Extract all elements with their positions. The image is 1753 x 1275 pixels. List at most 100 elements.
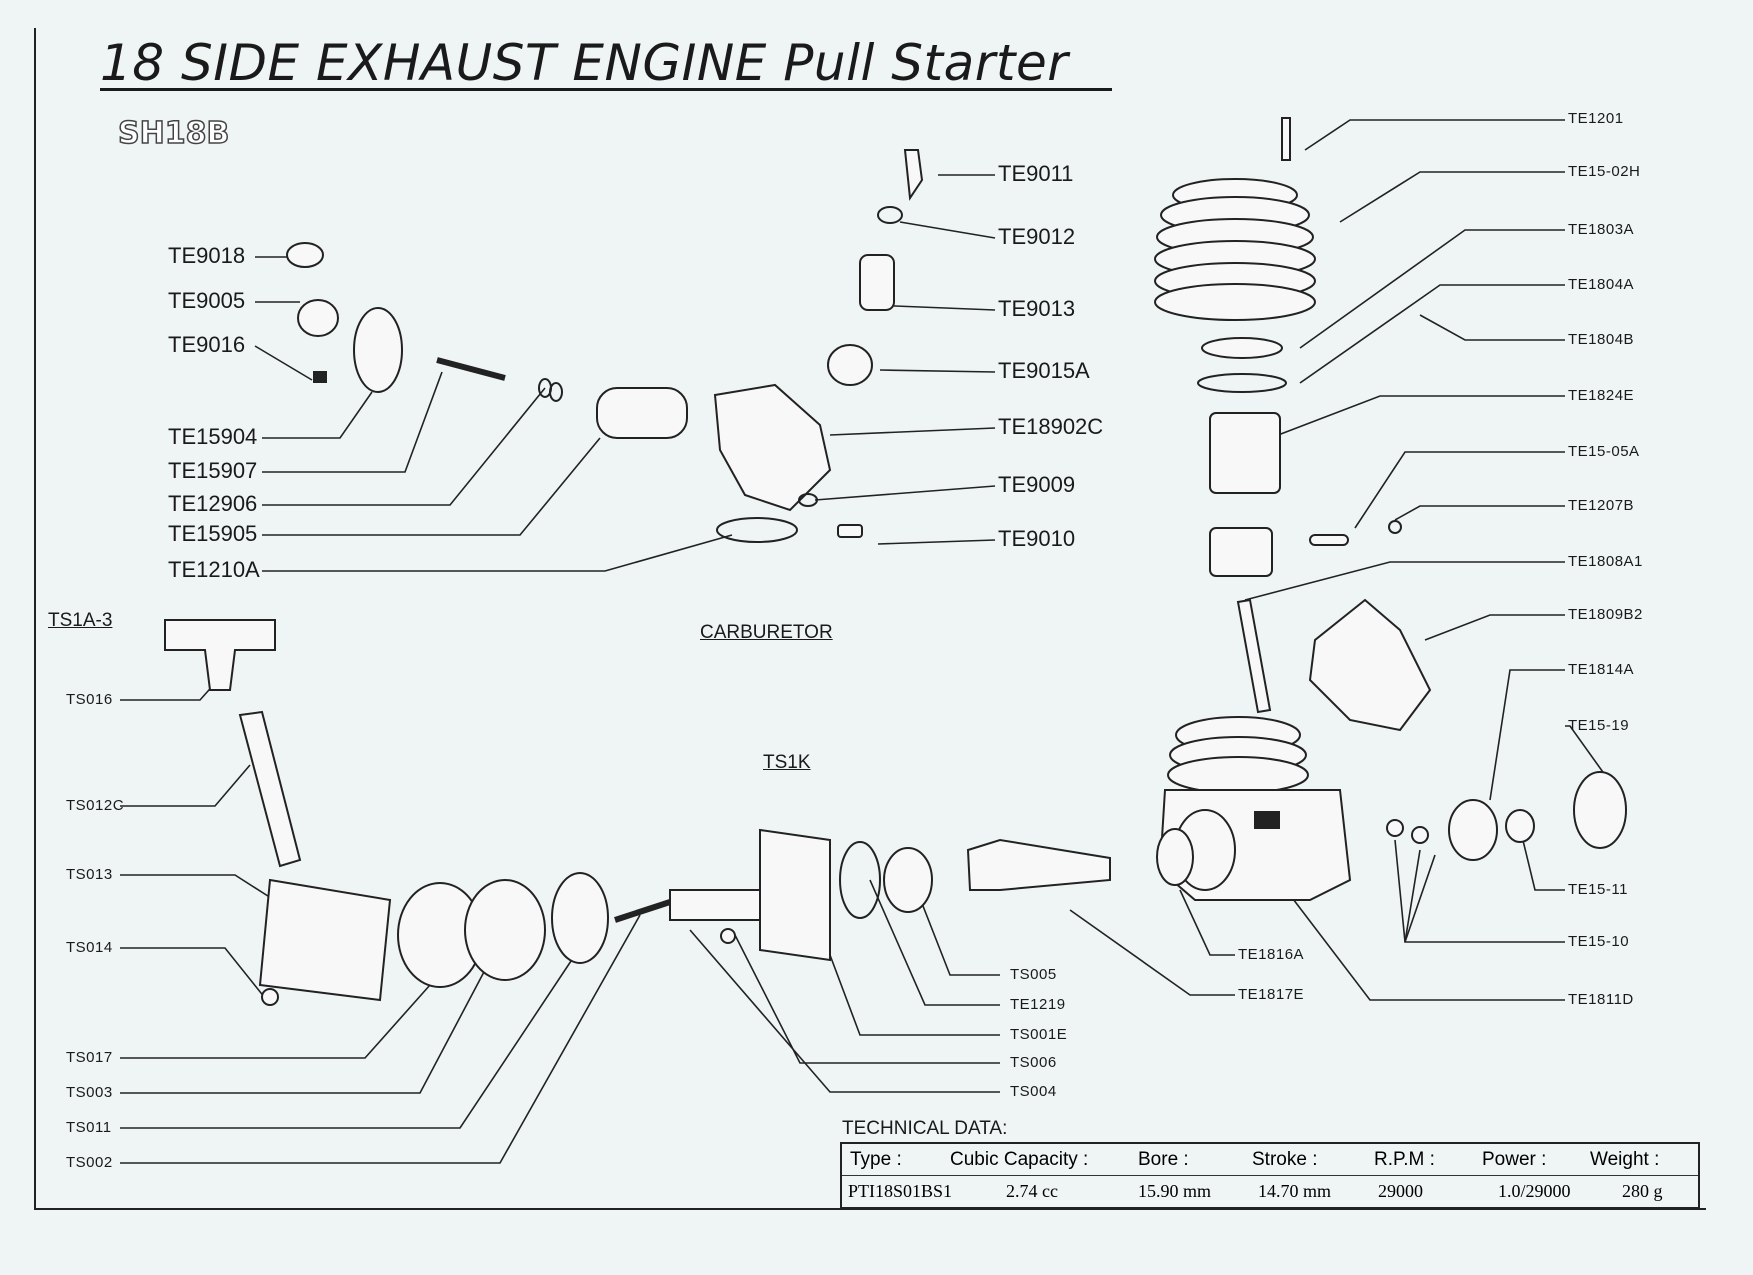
leader-ts012c	[120, 764, 251, 807]
pulley	[464, 879, 546, 981]
clip	[1388, 520, 1402, 534]
label-te1210a: TE1210A	[168, 557, 260, 582]
label-te15-05a: TE15-05A	[1568, 443, 1640, 460]
section-tool-kit: TS1A-3	[48, 610, 113, 631]
header-cubic-capacity: Cubic Capacity :	[950, 1149, 1089, 1170]
leader-ts013	[120, 874, 283, 906]
label-ts003: TS003	[66, 1084, 113, 1101]
header-weight: Weight :	[1590, 1149, 1660, 1170]
label-ts002: TS002	[66, 1154, 113, 1171]
label-te9018: TE9018	[168, 243, 246, 268]
head-gasket	[1201, 337, 1283, 359]
leader-te15-11	[1519, 827, 1565, 891]
starter-housing	[258, 878, 392, 1002]
value-weight: 280 g	[1622, 1181, 1663, 1201]
needle-o-ring-b	[549, 382, 563, 402]
carburetor-body	[713, 383, 832, 512]
rear-carburetor	[1308, 598, 1432, 732]
label-te1808a1: TE1808A1	[1568, 553, 1643, 570]
leader-ts006	[734, 934, 1000, 1064]
label-te9011: TE9011	[998, 161, 1074, 186]
rubber-boot	[353, 307, 403, 393]
plate-screw	[720, 928, 736, 944]
label-te15907: TE15907	[168, 458, 258, 483]
starter-shaft	[614, 899, 671, 923]
head-screw	[1281, 117, 1291, 161]
set-screw	[313, 371, 327, 383]
fuel-nipple	[827, 344, 873, 386]
table-header-row: Type : Cubic Capacity : Bore : Stroke : …	[842, 1144, 1698, 1176]
leader-te1817e	[1069, 909, 1235, 996]
drive-hub	[883, 847, 933, 913]
idle-screw	[837, 524, 863, 538]
leader-ts014	[120, 947, 266, 999]
header-power: Power :	[1482, 1149, 1547, 1170]
leader-te1809b2	[1424, 614, 1565, 641]
leader-ts017	[120, 984, 431, 1059]
leader-te9010	[877, 539, 996, 545]
technical-data-heading: TECHNICAL DATA:	[842, 1118, 1008, 1139]
rear-cover	[1573, 771, 1627, 849]
housing-screw	[261, 988, 279, 1006]
label-te18902c: TE18902C	[998, 414, 1104, 439]
leader-te9012	[899, 221, 996, 239]
header-bore: Bore :	[1138, 1149, 1189, 1170]
label-ts005: TS005	[1010, 966, 1057, 983]
leader-te1808a1	[1244, 561, 1565, 601]
cylinder-liner	[1209, 412, 1281, 494]
label-ts001e: TS001E	[1010, 1026, 1068, 1043]
cylinder-head	[1154, 178, 1316, 321]
leader-te15-10-b	[1404, 849, 1421, 943]
label-te9016: TE9016	[168, 332, 246, 357]
leader-te15-02h	[1339, 171, 1565, 223]
leader-te1816a	[1179, 889, 1235, 956]
leader-te1811d	[1289, 894, 1565, 1001]
label-ts006: TS006	[1010, 1054, 1057, 1071]
label-te1816a: TE1816A	[1238, 946, 1305, 963]
starter-backplate	[759, 828, 831, 962]
leader-te1803a	[1299, 229, 1565, 349]
label-te9012: TE9012	[998, 224, 1076, 249]
connecting-rod	[1236, 598, 1272, 714]
front-bearing	[1156, 828, 1194, 886]
label-te9015a: TE9015A	[998, 358, 1090, 383]
label-te15-02h: TE15-02H	[1568, 163, 1641, 180]
label-te15904: TE15904	[168, 424, 258, 449]
table-value-row: PTI18S01BS1 2.74 cc 15.90 mm 14.70 mm 29…	[842, 1176, 1698, 1207]
diagram-title: 18 SIDE EXHAUST ENGINE Pull Starter	[100, 34, 1069, 92]
piston	[1209, 527, 1273, 577]
drive-spring	[551, 872, 609, 964]
label-te12906: TE12906	[168, 491, 258, 516]
label-te1201: TE1201	[1568, 110, 1624, 127]
leader-te1210a	[262, 534, 733, 572]
value-rpm: 29000	[1378, 1181, 1423, 1201]
leader-ts002	[120, 914, 641, 1164]
glow-wrench	[238, 710, 302, 868]
leader-te1804a	[1299, 284, 1565, 384]
header-stroke: Stroke :	[1252, 1149, 1318, 1170]
label-te15-10: TE15-10	[1568, 933, 1630, 950]
label-te15-19: TE15-19	[1568, 717, 1630, 734]
leader-ts004	[689, 929, 1000, 1093]
leader-te15-19	[1565, 725, 1606, 776]
label-ts016: TS016	[66, 691, 113, 708]
wrist-pin	[1309, 534, 1349, 546]
model-code: SH18B	[117, 115, 230, 152]
carb-o-ring	[716, 517, 798, 543]
label-ts012c: TS012C	[66, 797, 125, 814]
spacer	[1505, 809, 1535, 843]
leader-te18902c	[829, 427, 996, 436]
leader-te15905	[262, 437, 601, 536]
ball-link	[297, 299, 339, 337]
leader-te1207b	[1394, 505, 1565, 521]
header-rpm: R.P.M :	[1374, 1149, 1435, 1170]
leader-ts003	[120, 969, 486, 1094]
label-te1811d: TE1811D	[1568, 991, 1634, 1008]
value-type: PTI18S01BS1	[848, 1181, 953, 1201]
label-te1804b: TE1804B	[1568, 331, 1635, 348]
leader-te9015a	[879, 369, 996, 373]
section-starter: TS1K	[763, 752, 811, 773]
value-cubic-capacity: 2.74 cc	[1006, 1181, 1058, 1201]
